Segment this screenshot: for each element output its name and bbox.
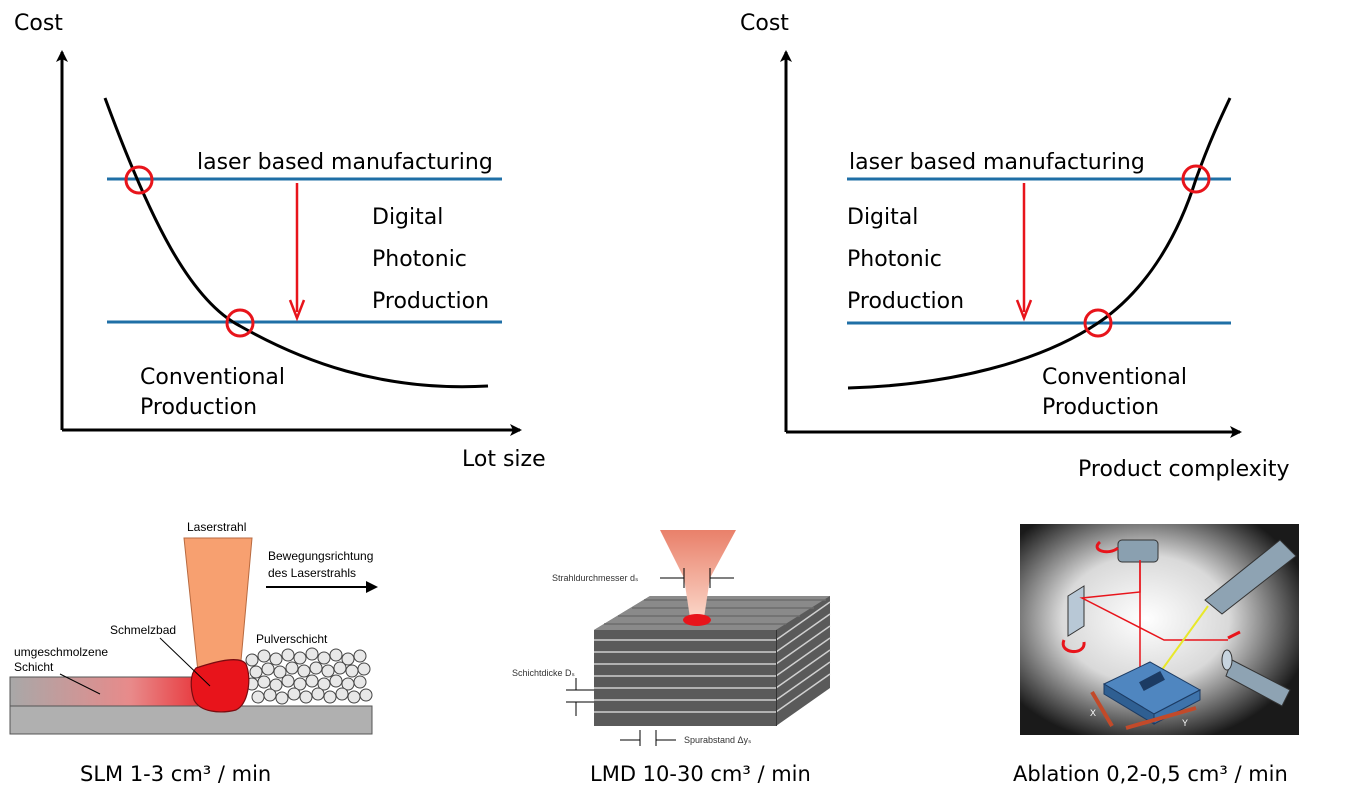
direction-label-1: Bewegungsrichtung [268,549,373,563]
workpiece-pattern [1139,670,1165,692]
powder-layer [245,647,373,705]
intersection-marker-high [124,165,154,195]
conventional-label-1: Conventional [140,365,285,390]
remelted-label-2: Schicht [14,660,54,674]
conventional-label-1: Conventional [1042,365,1187,390]
lens [1221,649,1233,671]
conventional-label-2: Production [140,395,257,420]
track-spacing-label: Spurabstand Δyₛ [684,735,751,745]
lens-unit [1225,659,1291,707]
chart-lot-size: Cost Lot size laser based manufacturing … [14,11,546,472]
ablation-illustration: X Y Ablation 0,2-0,5 cm³ / min [1013,524,1299,786]
axis-y-arrow [1125,706,1197,730]
lmd-beam [660,530,736,618]
y-axis-label: Cost [740,11,789,36]
beam-diameter-label: Strahldurchmesser dₛ [552,573,638,583]
remelted-label-1: umgeschmolzene [14,645,108,659]
melt-pool-label: Schmelzbad [110,623,176,637]
axis-x-label: X [1090,708,1096,718]
annotation-line-3: Production [372,289,489,314]
slm-caption: SLM 1-3 cm³ / min [80,762,271,786]
laser-line-label: laser based manufacturing [849,150,1145,175]
annotation-line-2: Photonic [372,247,467,272]
x-axis-label: Lot size [462,447,546,472]
rotation-arrow-left [1061,639,1086,653]
rotation-mark-right [1227,630,1241,640]
conventional-cost-curve [103,97,489,389]
melt-pool-leader [159,637,211,687]
rotation-arrow-top [1095,540,1119,554]
cost-reduction-arrowhead [288,299,306,322]
yellow-beam [1155,605,1209,679]
ablation-caption: Ablation 0,2-0,5 cm³ / min [1013,762,1288,786]
x-axis-label: Product complexity [1078,457,1290,482]
laser-label: Laserstrahl [187,520,246,534]
direction-label-2: des Laserstrahls [268,566,356,580]
powder-layer-label: Pulverschicht [256,632,328,646]
y-axis-label: Cost [14,11,63,36]
annotation-line-2: Photonic [847,247,942,272]
layer-stack [594,596,831,726]
intersection-marker-low [1083,308,1113,338]
lmd-melt-pool [683,614,711,626]
axis-y-label: Y [1182,718,1188,728]
laser-line-label: laser based manufacturing [197,150,493,175]
mirror-left [1067,585,1085,637]
axis-x-arrow [1090,690,1114,728]
intersection-marker-low [225,308,255,338]
conventional-label-2: Production [1042,395,1159,420]
base-plate [9,705,373,735]
slm-illustration: Laserstrahl Bewegungsrichtung des Lasers… [9,520,378,786]
direction-arrowhead [366,581,378,593]
chart-product-complexity: Cost Product complexity laser based manu… [740,11,1290,482]
remelted-leader [59,673,101,695]
melt-pool [190,659,250,713]
conventional-cost-curve [847,97,1232,390]
annotation-line-3: Production [847,289,964,314]
cost-reduction-arrowhead [1015,299,1033,322]
lmd-illustration: Strahldurchmesser dₛ Schichtdicke Dₛ Spu… [512,530,831,786]
layer-thickness-label: Schichtdicke Dₛ [512,668,575,678]
annotation-line-1: Digital [372,205,443,230]
mirror-unit-top [1117,539,1159,563]
annotation-line-1: Digital [847,205,918,230]
lmd-caption: LMD 10-30 cm³ / min [590,762,811,786]
optic-head [1204,539,1297,615]
laser-beam [183,537,253,673]
intersection-marker-high [1181,164,1211,194]
